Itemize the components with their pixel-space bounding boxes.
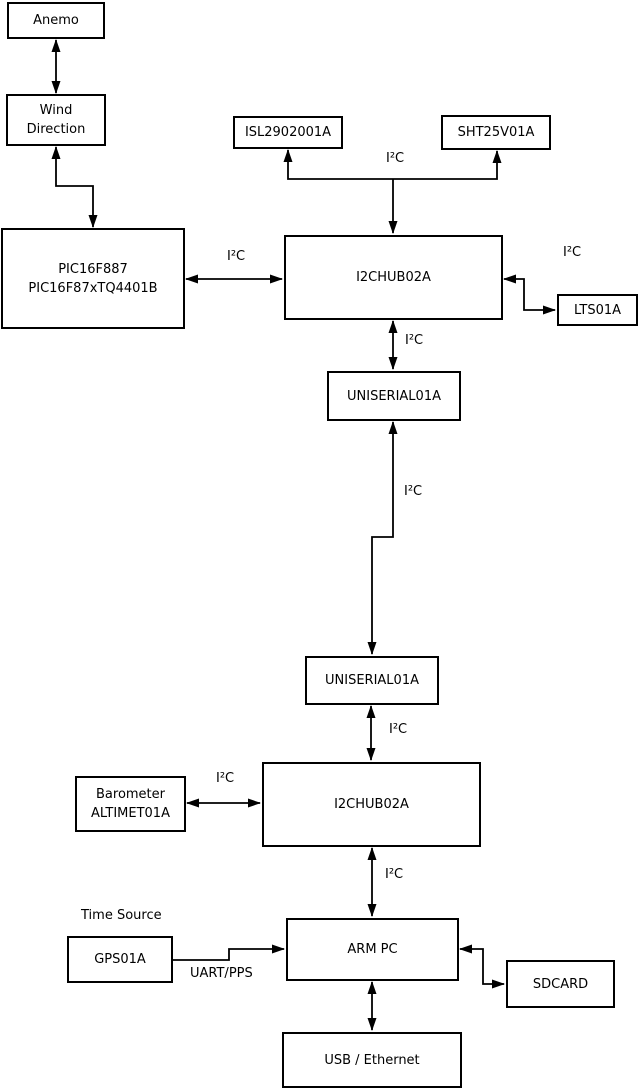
edge-label-i2c-uniserial-hub2: I²C <box>389 722 408 737</box>
node-wind-direction-label-line1: Wind <box>39 103 73 118</box>
edge-label-i2c-pic-hub: I²C <box>227 249 246 264</box>
node-isl-label: ISL2902001A <box>244 125 332 140</box>
edge-uniserial-link <box>367 421 398 655</box>
edge-label-time-source: Time Source <box>81 908 162 923</box>
node-isl-sensor: ISL2902001A <box>233 116 343 149</box>
node-wind-direction-label-line2: Direction <box>26 122 86 137</box>
node-uniserial-top-label: UNISERIAL01A <box>347 388 441 404</box>
node-pic-label-line1: PIC16F887 <box>58 261 128 277</box>
node-arm-pc: ARM PC <box>286 918 459 981</box>
edge-armpc-sdcard <box>459 944 505 989</box>
node-sdcard: SDCARD <box>506 960 615 1008</box>
edge-label-i2c-barometer: I²C <box>216 771 235 786</box>
node-sht-label: SHT25V01A <box>457 125 535 140</box>
node-gps-label: GPS01A <box>94 952 146 967</box>
node-sht-sensor: SHT25V01A <box>441 115 551 150</box>
node-anemometer: Anemo <box>7 2 105 39</box>
node-usb-ethernet-label: USB / Ethernet <box>324 1052 420 1068</box>
edge-hub-lts <box>503 274 556 315</box>
node-i2c-hub-top-label: I2CHUB02A <box>356 270 431 285</box>
node-lts-label: LTS01A <box>573 302 622 318</box>
edge-label-i2c-lts: I²C <box>563 245 582 260</box>
edge-label-uart-pps: UART/PPS <box>190 966 253 981</box>
node-pic-microcontroller: PIC16F887 PIC16F87xTQ4401B <box>1 228 185 329</box>
node-i2c-hub-top: I2CHUB02A <box>284 235 503 320</box>
node-arm-pc-label: ARM PC <box>347 942 398 957</box>
node-barometer: Barometer ALTIMET01A <box>75 776 186 832</box>
edge-gps-armpc <box>173 944 285 961</box>
node-gps: GPS01A <box>67 936 173 983</box>
node-usb-ethernet: USB / Ethernet <box>282 1032 462 1088</box>
node-i2c-hub-bottom: I2CHUB02A <box>262 762 481 847</box>
node-uniserial-bottom: UNISERIAL01A <box>305 656 439 705</box>
node-pic-label-line2: PIC16F87xTQ4401B <box>28 280 158 296</box>
node-i2c-hub-bottom-label: I2CHUB02A <box>334 797 409 812</box>
node-lts-sensor: LTS01A <box>557 294 638 326</box>
node-uniserial-bottom-label: UNISERIAL01A <box>325 673 419 688</box>
edge-label-i2c-sensor-bus: I²C <box>386 151 405 166</box>
node-sdcard-label: SDCARD <box>532 976 589 992</box>
edge-wind-pic <box>51 146 98 228</box>
edge-label-i2c-hub-uniserial: I²C <box>405 333 424 348</box>
edge-label-i2c-uniserial-link: I²C <box>404 484 423 499</box>
node-barometer-label-line1: Barometer <box>96 787 165 802</box>
edge-label-i2c-hub2-armpc: I²C <box>385 867 404 882</box>
node-wind-direction: Wind Direction <box>6 94 106 146</box>
node-uniserial-top: UNISERIAL01A <box>327 371 461 421</box>
node-anemometer-label: Anemo <box>33 13 79 28</box>
node-barometer-label-line2: ALTIMET01A <box>91 806 170 821</box>
